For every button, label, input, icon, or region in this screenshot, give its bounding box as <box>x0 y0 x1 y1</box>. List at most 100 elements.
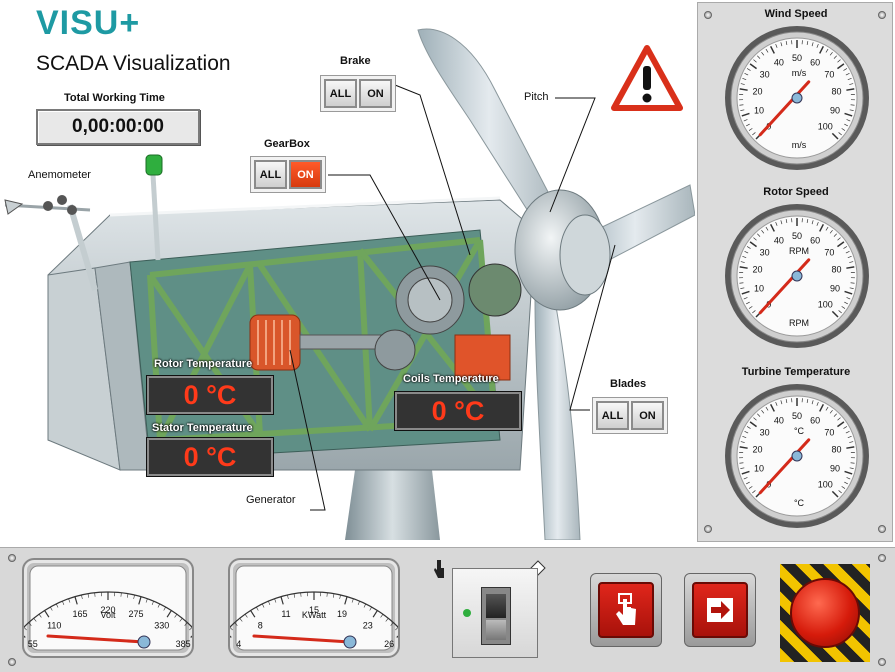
meter-hub <box>343 635 357 649</box>
gauge-tick-label: 10 <box>754 463 764 473</box>
blades-all-button[interactable]: ALL <box>596 401 629 430</box>
coils-temperature-label: Coils Temperature <box>403 373 499 385</box>
switch-status-led <box>463 609 471 617</box>
gauge-tick-label: 40 <box>774 415 784 425</box>
gauge-tick-label: 100 <box>818 299 833 309</box>
gearbox-button-group: ALL ON <box>250 156 326 193</box>
anemometer-vane <box>4 199 24 215</box>
emergency-stop-button[interactable] <box>780 564 870 662</box>
gauge-unit-label: RPM <box>789 318 809 328</box>
meter-tick-label: 275 <box>128 609 143 619</box>
gauge-needle <box>758 438 811 495</box>
meter-tick-label: 4 <box>236 639 241 649</box>
gearbox-label: GearBox <box>264 138 310 150</box>
generator-label: Generator <box>246 494 296 506</box>
gearbox-all-button[interactable]: ALL <box>254 160 287 189</box>
gauge-tick-label: 80 <box>831 87 841 97</box>
meter-tick-label: 330 <box>154 621 169 631</box>
brand-logo: VISU+ <box>36 4 141 42</box>
gearbox-on-button[interactable]: ON <box>289 160 322 189</box>
gauge-tick-label: 70 <box>824 247 834 257</box>
brake-button-group: ALL ON <box>320 75 396 112</box>
gauge-tick-label: 70 <box>824 427 834 437</box>
gauge-tick-label: 20 <box>752 265 762 275</box>
gauge-tick-label: 90 <box>830 283 840 293</box>
emergency-stop-icon <box>790 578 860 648</box>
gauge-hub <box>791 450 803 462</box>
exit-arrow-icon <box>707 598 733 622</box>
gauge-unit-label: RPM <box>789 246 809 256</box>
gauge-unit-label: °C <box>794 498 805 508</box>
gauge-tick-label: 30 <box>760 247 770 257</box>
toggle-switch-plate[interactable] <box>452 568 538 658</box>
gauge-unit-label: m/s <box>792 68 807 78</box>
gauge-tick-label: 100 <box>818 121 833 131</box>
meter-tick-label: 15 <box>309 605 319 615</box>
volt-meter-frame: 055110165220275330385440Volt <box>0 558 216 672</box>
gauge-tick-label: 80 <box>831 265 841 275</box>
gauge-tick-label: 90 <box>830 105 840 115</box>
meter-hub <box>137 635 151 649</box>
turbine-scene: VISU+ SCADA Visualization Total Working … <box>4 4 695 540</box>
gauge-tick-label: 70 <box>824 69 834 79</box>
meter-tick-label: 23 <box>363 621 373 631</box>
gauge-tick-label: 50 <box>792 53 802 63</box>
gauge-tick-label: 10 <box>754 283 764 293</box>
gauge-panel: Wind Speed 0102030405060708090100m/sm/s … <box>697 2 893 542</box>
coils-temperature-display: 0 °C <box>395 392 521 430</box>
gauge-tick-label: 20 <box>752 445 762 455</box>
stator-temperature-display: 0 °C <box>147 438 273 476</box>
gauge-tick-label: 20 <box>752 87 762 97</box>
gauge-tick-label: 50 <box>792 411 802 421</box>
gauge-tick-label: 60 <box>810 235 820 245</box>
stator-temperature-label: Stator Temperature <box>152 422 253 434</box>
meter-tick-label: 11 <box>281 609 290 619</box>
blades-on-button[interactable]: ON <box>631 401 664 430</box>
gauge-tick-label: 60 <box>810 57 820 67</box>
gauge-tick-label: 100 <box>818 479 833 489</box>
gauge-tick-label: 90 <box>830 463 840 473</box>
kwatt-meter: 048111519232630KWatt <box>206 565 422 672</box>
meter-needle <box>252 634 352 644</box>
pitch-label: Pitch <box>524 91 549 103</box>
control-bar: 055110165220275330385440Volt 04811151923… <box>0 547 895 672</box>
meter-tick-label: 8 <box>258 621 263 631</box>
gauge-hub <box>791 92 803 104</box>
meter-needle <box>46 634 146 644</box>
meter-tick-label: 165 <box>73 609 88 619</box>
turbine-temperature-gauge: 0102030405060708090100°C°C <box>725 384 869 528</box>
blades-button-group: ALL ON <box>592 397 668 434</box>
gauge-needle <box>758 80 811 137</box>
wind-speed-gauge: 0102030405060708090100m/sm/s <box>725 26 869 170</box>
hand-press-icon <box>616 593 636 625</box>
kwatt-meter-frame: 048111519232630KWatt <box>206 558 422 672</box>
meter-tick-label: 110 <box>47 621 61 631</box>
meter-unit-label: KWatt <box>302 610 327 620</box>
rotor-temperature-display: 0 °C <box>147 376 273 414</box>
brake-on-button[interactable]: ON <box>359 79 392 108</box>
blades-label: Blades <box>610 378 647 390</box>
gauge-tick-label: 30 <box>760 69 770 79</box>
volt-meter: 055110165220275330385440Volt <box>0 565 216 672</box>
working-time-label: Total Working Time <box>64 92 165 104</box>
anemometer-label: Anemometer <box>28 169 91 181</box>
warning-triangle-icon <box>611 45 683 111</box>
gauge-tick-label: 30 <box>760 427 770 437</box>
beacon-light <box>145 154 163 176</box>
gauge-tick-label: 50 <box>792 231 802 241</box>
meter-tick-label: 385 <box>176 639 191 649</box>
wind-speed-title: Wind Speed <box>764 8 828 20</box>
hand-pointer-icon <box>434 560 444 578</box>
brake-all-button[interactable]: ALL <box>324 79 357 108</box>
manual-mode-button[interactable] <box>590 573 662 647</box>
gauge-tick-label: 60 <box>810 415 820 425</box>
brake-label: Brake <box>340 55 371 67</box>
exit-button[interactable] <box>684 573 756 647</box>
meter-tick-label: 55 <box>28 639 38 649</box>
gauge-tick-label: 40 <box>774 57 784 67</box>
meter-tick-label: 19 <box>337 609 347 619</box>
gauge-unit-label: m/s <box>792 140 807 150</box>
gauge-tick-label: 10 <box>754 105 764 115</box>
toggle-switch[interactable] <box>481 587 511 645</box>
gauge-unit-label: °C <box>794 426 805 436</box>
